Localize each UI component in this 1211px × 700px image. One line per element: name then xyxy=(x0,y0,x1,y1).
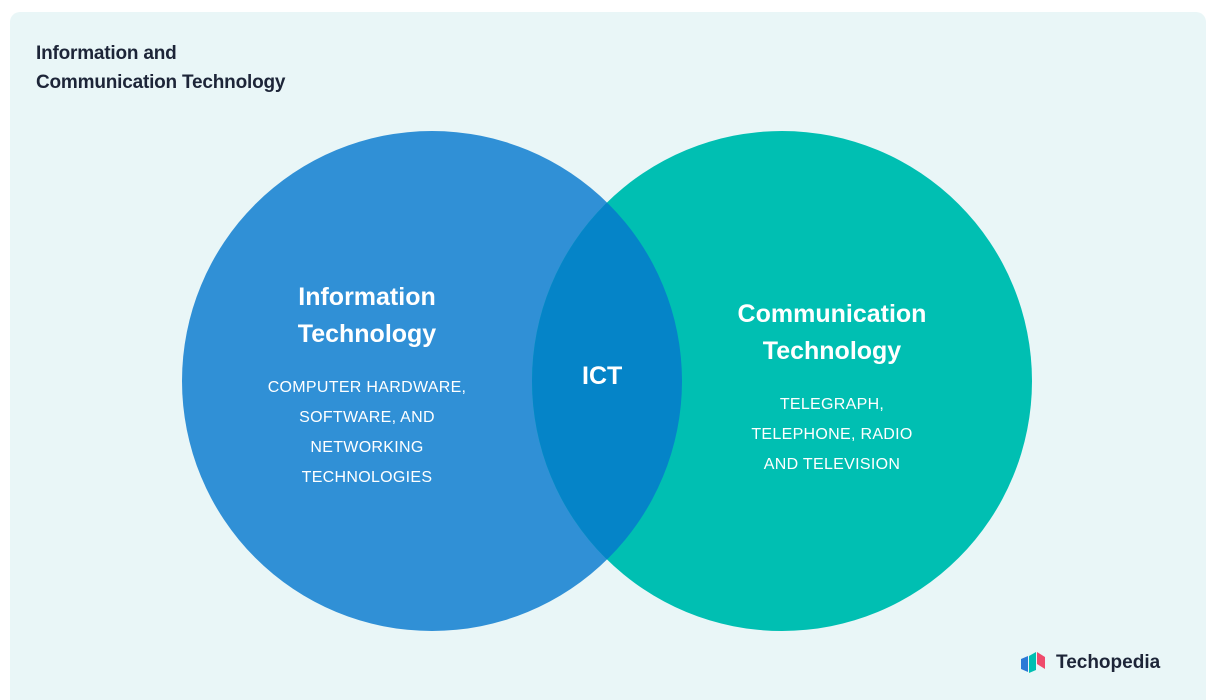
techopedia-brand: Techopedia xyxy=(1021,652,1160,674)
ict-label: ICT xyxy=(582,362,623,390)
information-technology-heading: Information Technology xyxy=(297,283,437,348)
diagram-card: Information and Communication Technology… xyxy=(10,12,1206,700)
communication-technology-heading: Communication Technology xyxy=(737,300,927,365)
communication-technology-description: TELEGRAPH, TELEPHONE, RADIO AND TELEVISI… xyxy=(751,396,913,473)
techopedia-brand-name: Techopedia xyxy=(1056,652,1161,673)
techopedia-logo-icon xyxy=(1021,652,1045,673)
information-technology-label: Information Technology COMPUTER HARDWARE… xyxy=(237,279,497,493)
diagram-title: Information and Communication Technology xyxy=(36,39,285,97)
title-line-2: Communication Technology xyxy=(36,72,286,93)
information-technology-description: COMPUTER HARDWARE, SOFTWARE, AND NETWORK… xyxy=(267,379,467,486)
venn-diagram xyxy=(182,131,1032,631)
communication-technology-circle xyxy=(532,131,1032,631)
information-technology-circle xyxy=(182,131,682,631)
title-line-1: Information and xyxy=(36,43,177,64)
communication-technology-label: Communication Technology TELEGRAPH, TELE… xyxy=(692,296,972,480)
